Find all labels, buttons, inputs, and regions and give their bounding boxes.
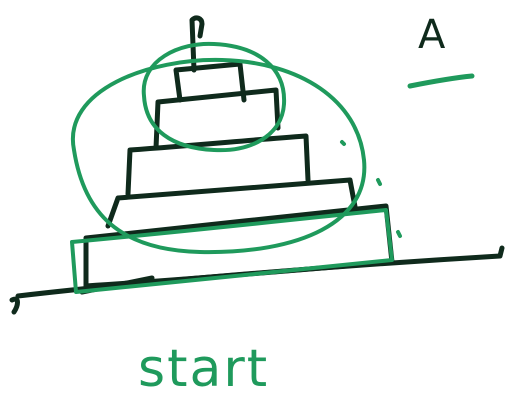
title-letter: A [418, 12, 446, 58]
title-underline [410, 76, 472, 86]
tier-2 [108, 180, 356, 226]
caption-text: start [138, 339, 269, 399]
green-annotations [72, 44, 472, 292]
